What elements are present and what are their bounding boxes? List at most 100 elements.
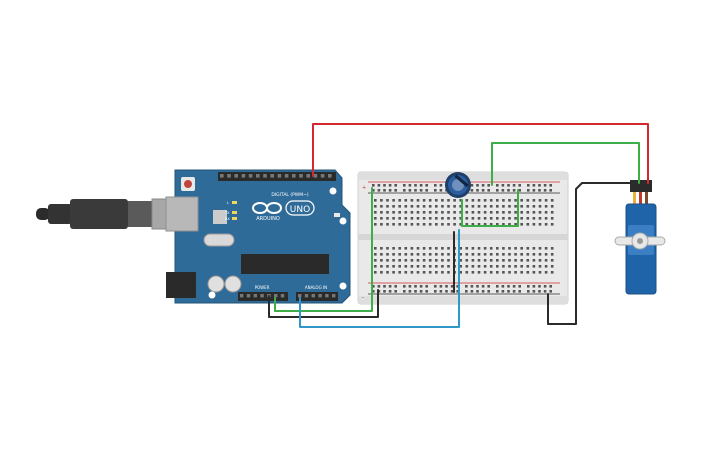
- breadboard-hole[interactable]: [392, 223, 395, 226]
- breadboard-hole[interactable]: [428, 211, 432, 214]
- breadboard-hole[interactable]: [502, 223, 505, 226]
- breadboard-hole[interactable]: [404, 205, 408, 208]
- breadboard-hole[interactable]: [502, 199, 505, 202]
- breadboard-hole[interactable]: [383, 285, 386, 288]
- breadboard-hole[interactable]: [526, 205, 530, 208]
- power-pin[interactable]: [240, 294, 244, 298]
- breadboard-hole[interactable]: [372, 184, 375, 187]
- breadboard-hole[interactable]: [526, 217, 530, 220]
- breadboard-hole[interactable]: [489, 211, 493, 214]
- breadboard-hole[interactable]: [538, 199, 542, 202]
- breadboard-hole[interactable]: [383, 189, 386, 192]
- digital-pin[interactable]: [277, 174, 282, 178]
- breadboard-hole[interactable]: [514, 253, 517, 256]
- breadboard-hole[interactable]: [514, 223, 517, 226]
- breadboard-hole[interactable]: [374, 265, 377, 268]
- breadboard-hole[interactable]: [550, 211, 554, 214]
- breadboard-hole[interactable]: [549, 290, 552, 293]
- breadboard-hole[interactable]: [512, 285, 516, 288]
- breadboard-hole[interactable]: [453, 199, 456, 202]
- breadboard-hole[interactable]: [477, 247, 481, 250]
- breadboard-hole[interactable]: [532, 184, 536, 187]
- breadboard-hole[interactable]: [502, 211, 505, 214]
- breadboard-hole[interactable]: [520, 223, 523, 226]
- breadboard-hole[interactable]: [441, 217, 444, 220]
- breadboard-hole[interactable]: [465, 211, 469, 214]
- breadboard-hole[interactable]: [550, 199, 554, 202]
- breadboard-hole[interactable]: [526, 265, 530, 268]
- breadboard-hole[interactable]: [508, 205, 511, 208]
- breadboard-hole[interactable]: [538, 217, 542, 220]
- breadboard-hole[interactable]: [459, 199, 462, 202]
- breadboard-hole[interactable]: [496, 205, 499, 208]
- breadboard-hole[interactable]: [435, 265, 438, 268]
- breadboard-hole[interactable]: [392, 259, 395, 262]
- breadboard-hole[interactable]: [372, 189, 375, 192]
- breadboard-hole[interactable]: [549, 189, 552, 192]
- breadboard-hole[interactable]: [416, 247, 420, 250]
- power-pin[interactable]: [260, 294, 264, 298]
- breadboard-hole[interactable]: [476, 189, 479, 192]
- digital-pin[interactable]: [220, 174, 224, 178]
- breadboard-hole[interactable]: [476, 184, 479, 187]
- breadboard-hole[interactable]: [398, 223, 401, 226]
- breadboard-hole[interactable]: [386, 211, 389, 214]
- breadboard-hole[interactable]: [388, 285, 392, 288]
- breadboard-hole[interactable]: [386, 253, 389, 256]
- breadboard-hole[interactable]: [416, 223, 420, 226]
- breadboard-hole[interactable]: [532, 247, 536, 250]
- breadboard-hole[interactable]: [398, 259, 401, 262]
- breadboard-hole[interactable]: [450, 285, 454, 288]
- breadboard-hole[interactable]: [496, 189, 499, 192]
- breadboard-hole[interactable]: [422, 199, 426, 202]
- breadboard-hole[interactable]: [398, 247, 401, 250]
- breadboard-hole[interactable]: [374, 205, 377, 208]
- breadboard-hole[interactable]: [489, 265, 493, 268]
- breadboard-hole[interactable]: [441, 205, 444, 208]
- breadboard-hole[interactable]: [543, 285, 547, 288]
- breadboard-hole[interactable]: [538, 259, 542, 262]
- breadboard-hole[interactable]: [377, 285, 381, 288]
- breadboard-hole[interactable]: [538, 223, 542, 226]
- breadboard-hole[interactable]: [380, 271, 383, 274]
- breadboard-hole[interactable]: [538, 247, 542, 250]
- breadboard-hole[interactable]: [514, 205, 517, 208]
- digital-pin[interactable]: [270, 174, 274, 178]
- breadboard-hole[interactable]: [544, 271, 548, 274]
- breadboard-hole[interactable]: [544, 217, 548, 220]
- breadboard-hole[interactable]: [507, 189, 510, 192]
- digital-pin[interactable]: [299, 174, 303, 178]
- breadboard-hole[interactable]: [532, 211, 536, 214]
- breadboard-hole[interactable]: [477, 259, 481, 262]
- breadboard-hole[interactable]: [428, 223, 432, 226]
- breadboard-hole[interactable]: [414, 189, 417, 192]
- breadboard-hole[interactable]: [404, 265, 408, 268]
- breadboard-hole[interactable]: [428, 205, 432, 208]
- breadboard-hole[interactable]: [483, 247, 487, 250]
- breadboard-hole[interactable]: [403, 184, 406, 187]
- breadboard-hole[interactable]: [380, 205, 383, 208]
- breadboard-hole[interactable]: [496, 271, 499, 274]
- breadboard-hole[interactable]: [377, 189, 381, 192]
- breadboard-hole[interactable]: [416, 205, 420, 208]
- power-pin[interactable]: [246, 294, 251, 298]
- breadboard-hole[interactable]: [544, 205, 548, 208]
- breadboard-hole[interactable]: [410, 271, 414, 274]
- breadboard-hole[interactable]: [383, 184, 386, 187]
- breadboard-hole[interactable]: [374, 199, 377, 202]
- power-pin[interactable]: [274, 294, 278, 298]
- breadboard-hole[interactable]: [422, 217, 426, 220]
- arduino-uno-board[interactable]: DIGITAL (PWM~) ARDUINO POWER ANALOG IN U…: [165, 169, 351, 304]
- breadboard-hole[interactable]: [419, 189, 423, 192]
- breadboard-hole[interactable]: [512, 189, 516, 192]
- breadboard-hole[interactable]: [428, 247, 432, 250]
- breadboard-hole[interactable]: [471, 271, 475, 274]
- breadboard-hole[interactable]: [502, 205, 505, 208]
- breadboard-hole[interactable]: [526, 253, 530, 256]
- analog-pin[interactable]: [318, 294, 322, 298]
- breadboard-hole[interactable]: [408, 285, 412, 288]
- breadboard-hole[interactable]: [404, 223, 408, 226]
- analog-pin[interactable]: [311, 294, 315, 298]
- breadboard-hole[interactable]: [447, 205, 450, 208]
- breadboard-hole[interactable]: [526, 211, 530, 214]
